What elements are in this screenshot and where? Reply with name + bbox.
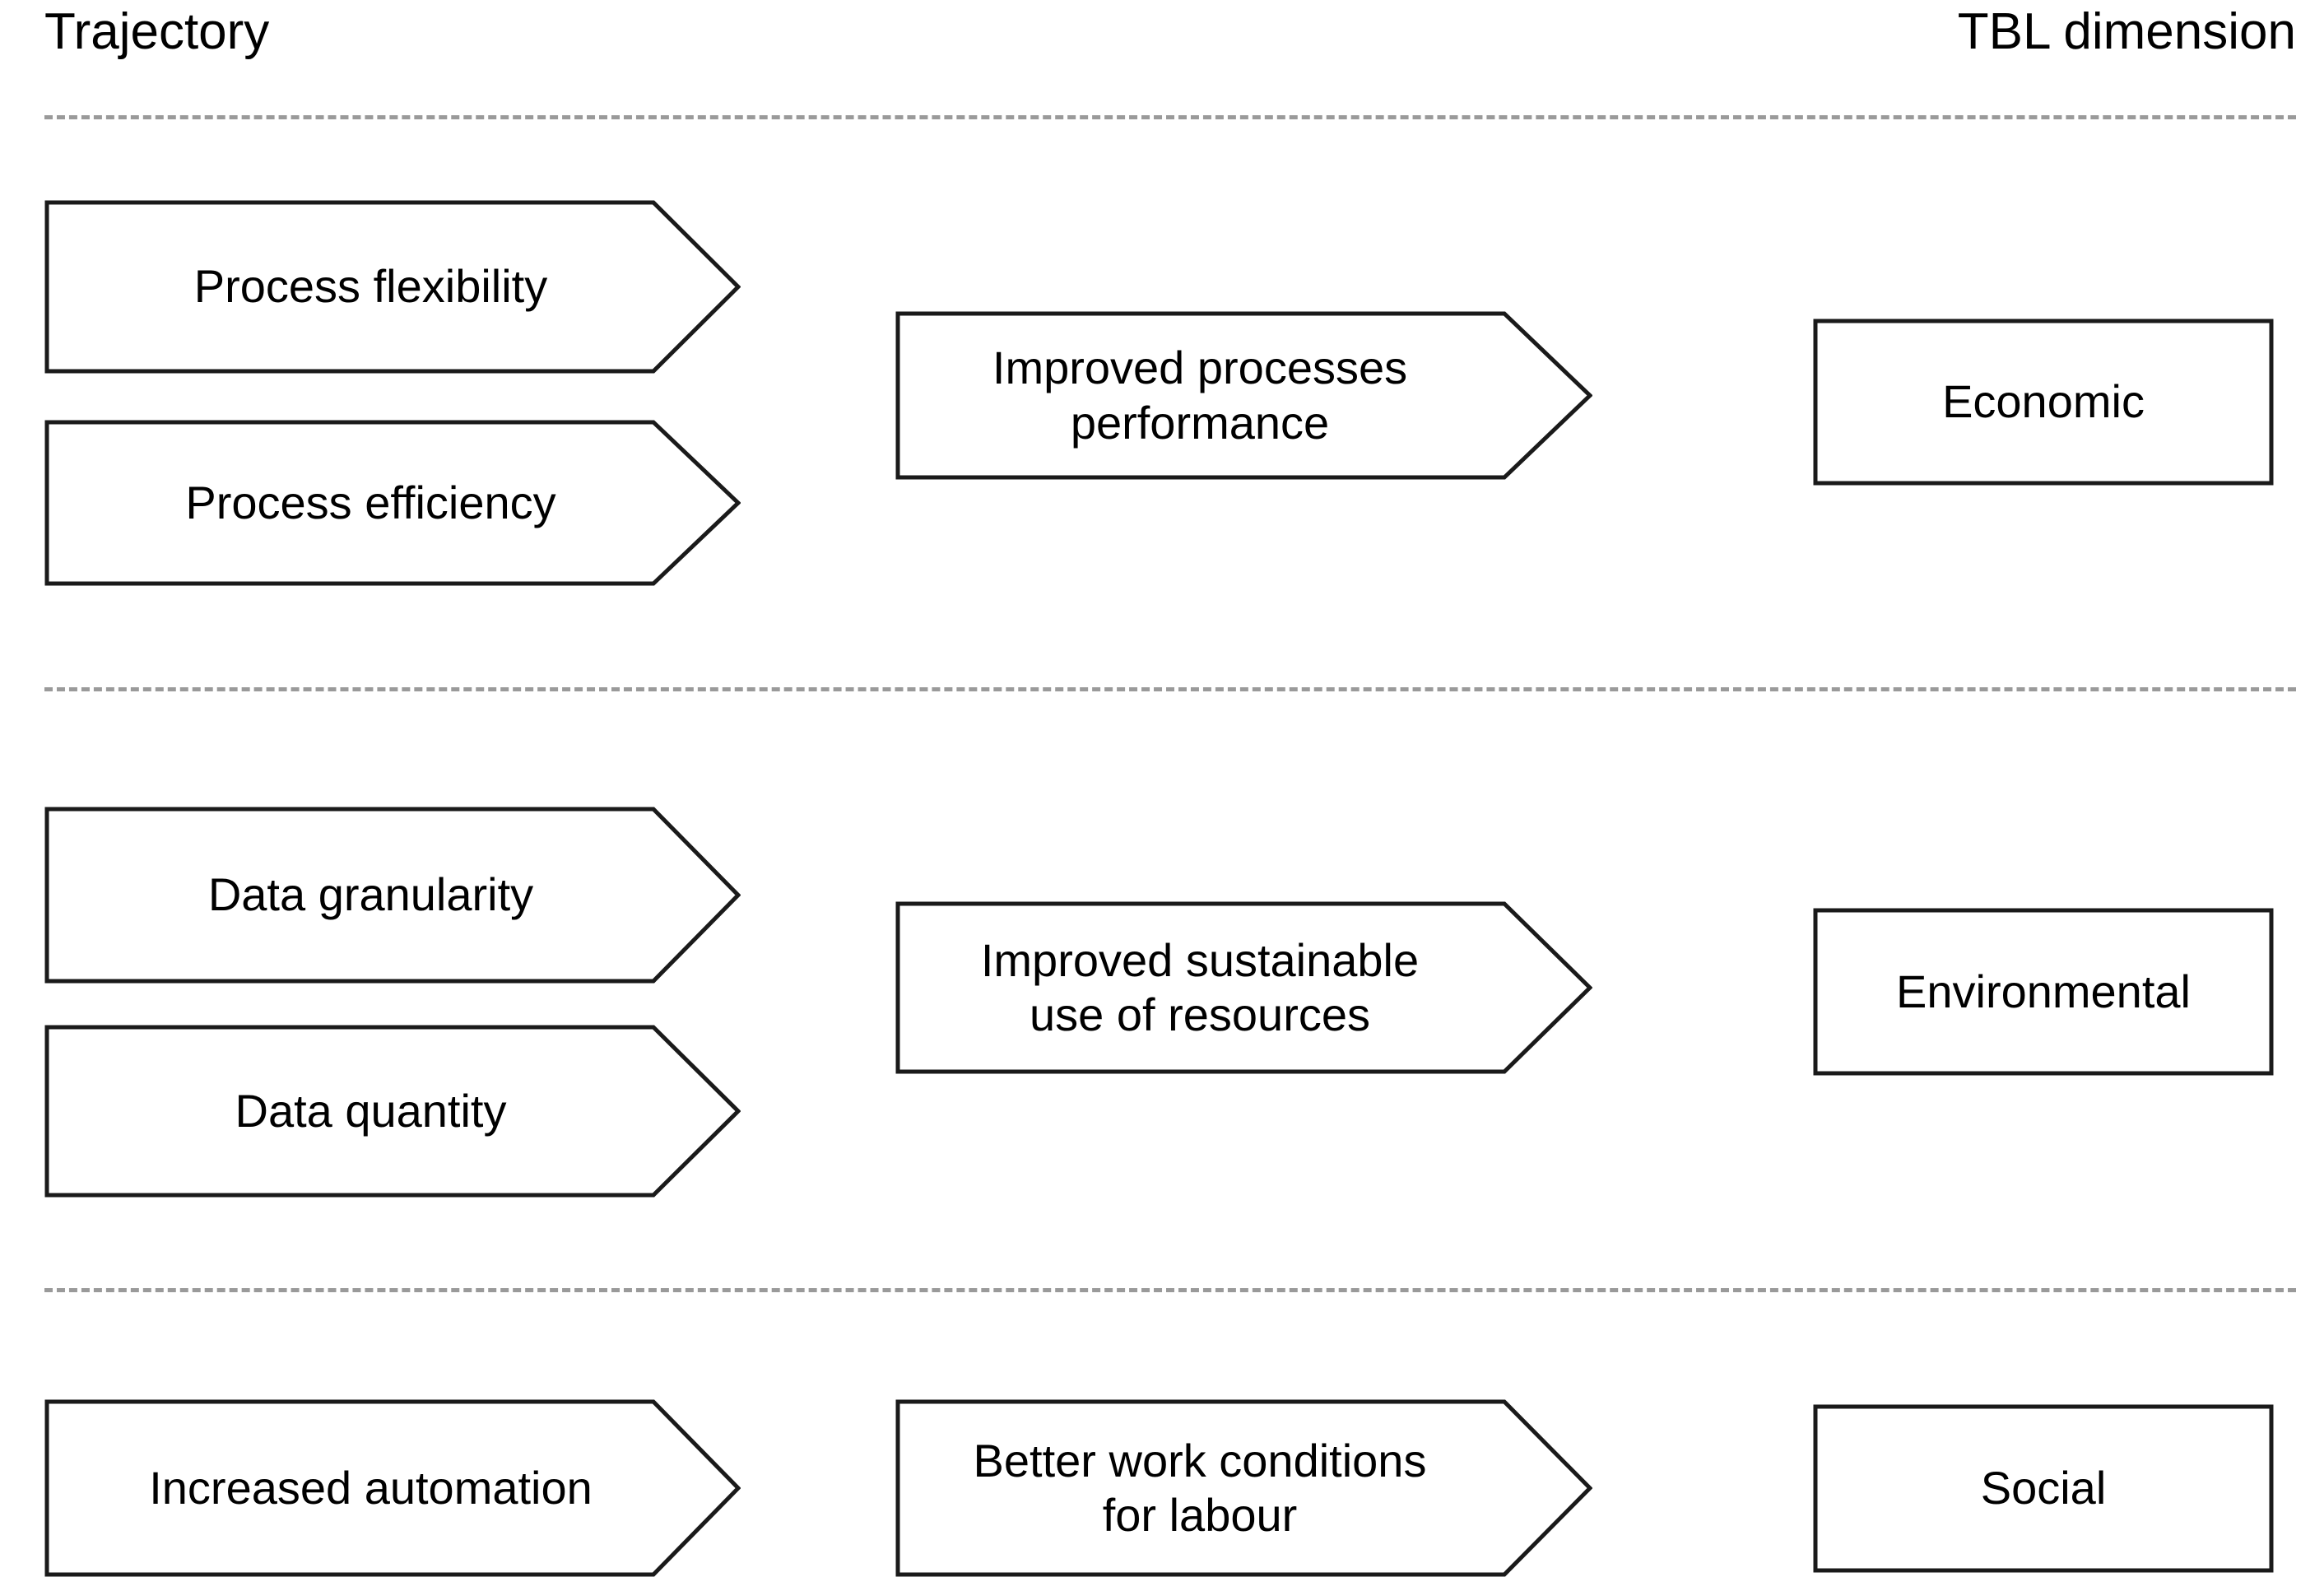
trajectory-arrow-process-efficiency[interactable]: Process efficiency bbox=[44, 420, 741, 586]
tbl-dimension-box-social[interactable]: Social bbox=[1813, 1404, 2274, 1573]
rectangle-shape bbox=[1813, 319, 2274, 486]
outcome-arrow-improved-sustainable-use-of-resources[interactable]: Improved sustainable use of resources bbox=[895, 901, 1592, 1074]
column-header-trajectory: Trajectory bbox=[44, 3, 270, 60]
trajectory-label: Increased automation bbox=[149, 1461, 593, 1514]
arrow-shape bbox=[44, 200, 741, 374]
rectangle-shape bbox=[1813, 908, 2274, 1076]
arrow-shape bbox=[895, 1399, 1592, 1577]
outcome-label: Improved sustainable use of resources bbox=[980, 933, 1420, 1040]
trajectory-label: Data quantity bbox=[235, 1084, 507, 1137]
outcome-arrow-better-work-conditions-for-labour[interactable]: Better work conditions for labour bbox=[895, 1399, 1592, 1577]
arrow-shape bbox=[44, 807, 741, 984]
separator-top bbox=[44, 115, 2296, 119]
trajectory-label: Process efficiency bbox=[185, 476, 556, 528]
rectangle-shape bbox=[1813, 1404, 2274, 1573]
separator-environmental-social bbox=[44, 1288, 2296, 1292]
tbl-dimension-label: Economic bbox=[1942, 375, 2145, 428]
arrow-shape bbox=[44, 1025, 741, 1198]
outcome-label: Better work conditions for labour bbox=[973, 1434, 1427, 1541]
tbl-dimension-box-economic[interactable]: Economic bbox=[1813, 319, 2274, 486]
tbl-dimension-label: Social bbox=[1980, 1462, 2107, 1514]
arrow-shape bbox=[44, 420, 741, 586]
separator-economic-environmental bbox=[44, 687, 2296, 691]
trajectory-label: Data granularity bbox=[207, 868, 534, 921]
trajectory-arrow-process-flexibility[interactable]: Process flexibility bbox=[44, 200, 741, 374]
tbl-dimension-label: Environmental bbox=[1896, 965, 2191, 1017]
outcome-arrow-improved-processes-performance[interactable]: Improved processes performance bbox=[895, 311, 1592, 480]
tbl-dimension-box-environmental[interactable]: Environmental bbox=[1813, 908, 2274, 1076]
outcome-label: Improved processes performance bbox=[992, 342, 1408, 449]
trajectory-arrow-data-granularity[interactable]: Data granularity bbox=[44, 807, 741, 984]
column-header-tbl-dimension: TBL dimension bbox=[1957, 3, 2296, 60]
trajectory-arrow-data-quantity[interactable]: Data quantity bbox=[44, 1025, 741, 1198]
arrow-shape bbox=[895, 311, 1592, 480]
arrow-shape bbox=[895, 901, 1592, 1074]
trajectory-arrow-increased-automation[interactable]: Increased automation bbox=[44, 1399, 741, 1577]
arrow-shape bbox=[44, 1399, 741, 1577]
trajectory-label: Process flexibility bbox=[193, 260, 548, 313]
